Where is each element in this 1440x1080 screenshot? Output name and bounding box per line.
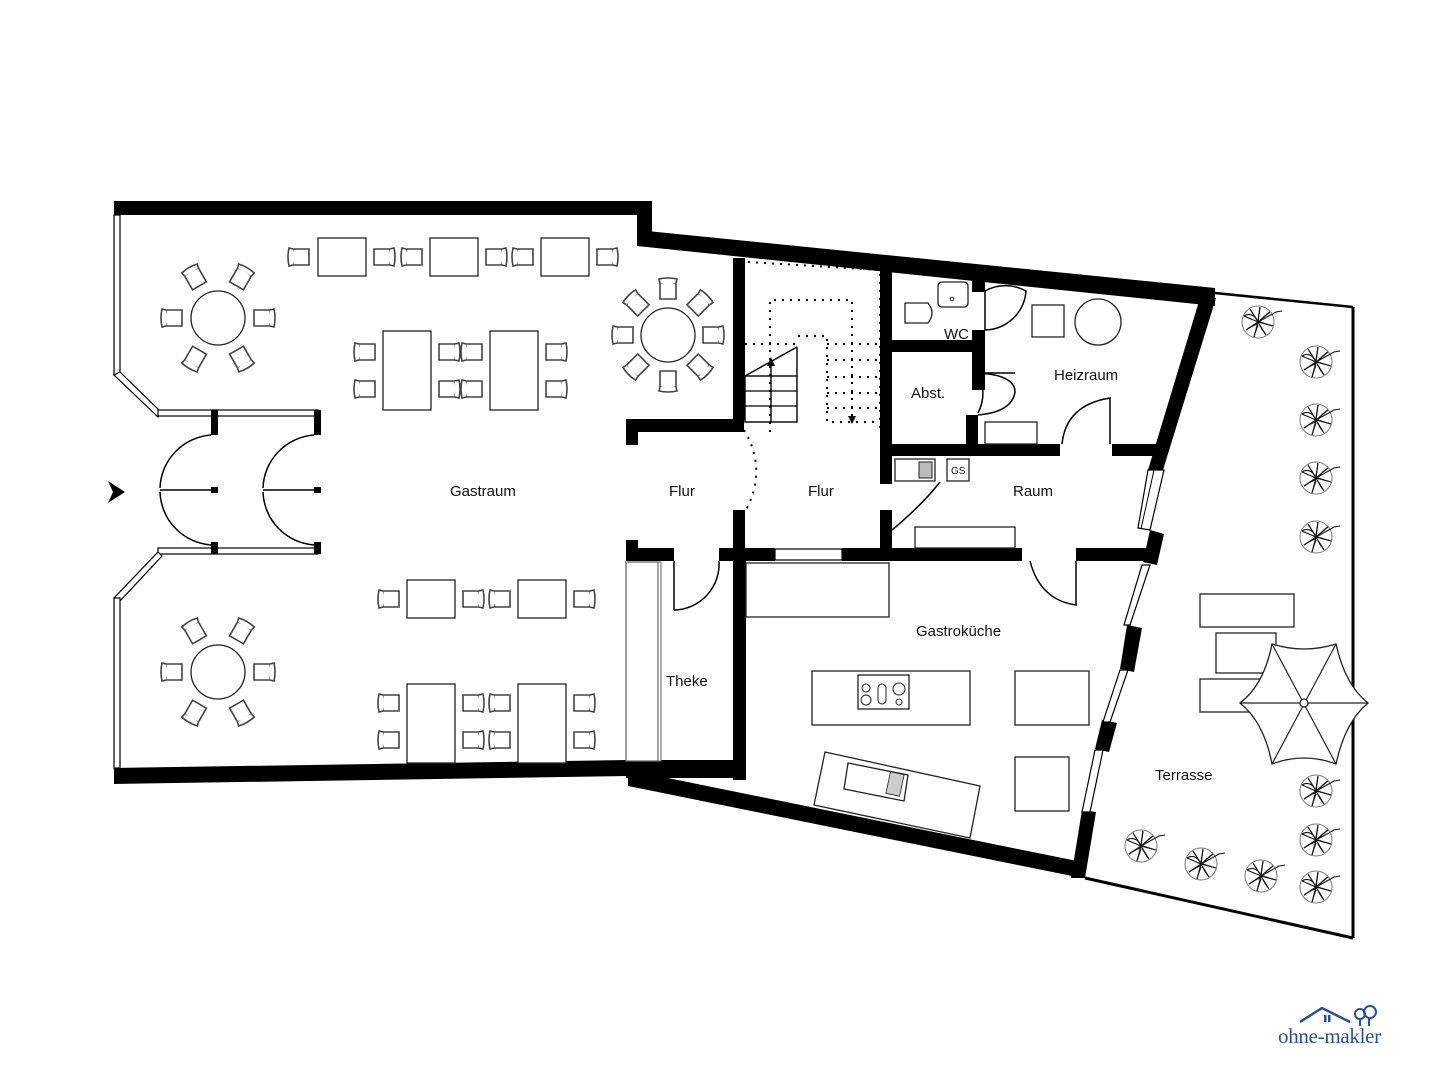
room-label-gastraum: Gastraum (450, 483, 516, 500)
house-tree-icon (1299, 1005, 1377, 1026)
room-label-raum: Raum (1013, 483, 1053, 500)
plant-icon (1241, 305, 1283, 339)
room-label-terrasse: Terrasse (1155, 767, 1213, 784)
room-label-flur-1: Flur (669, 483, 695, 500)
terrace-outline (1084, 291, 1355, 940)
room-labels: Gastraum Flur Flur WC Abst. Heizraum Rau… (450, 326, 1213, 784)
plant-icon (1299, 870, 1341, 904)
room-label-wc: WC (944, 326, 969, 343)
room-label-flur-2: Flur (808, 483, 834, 500)
terrace-furniture (1124, 305, 1370, 904)
plant-icon (1299, 345, 1341, 379)
plant-icon (1299, 403, 1341, 437)
windows (112, 214, 1165, 813)
plant-icon (1244, 859, 1286, 893)
plant-icon (1299, 461, 1341, 495)
staircase (744, 261, 881, 432)
stair-down-arrow-icon (848, 416, 856, 424)
room-label-heizraum: Heizraum (1054, 367, 1118, 384)
theke-door[interactable] (673, 560, 720, 611)
plant-icon (1299, 520, 1341, 554)
gastraum-furniture (160, 237, 725, 764)
ohne-makler-logo: ohne-makler (1278, 1004, 1408, 1048)
plant-icon (1124, 829, 1166, 863)
kitchen-furniture (745, 562, 1090, 839)
entrance-doors[interactable] (159, 410, 321, 554)
logo-text: ohne-makler (1278, 1024, 1381, 1048)
umbrella-icon (1238, 643, 1370, 765)
walls (114, 201, 1216, 878)
stair-up-arrow-icon (767, 357, 775, 366)
gas-meter-label: GS (951, 466, 966, 477)
service-rooms-furniture (891, 281, 1122, 606)
entrance-arrow-icon (108, 481, 125, 503)
room-label-theke: Theke (666, 673, 708, 690)
theke-counter (625, 561, 662, 762)
plant-icon (1299, 823, 1341, 857)
room-label-gastrokueche: Gastroküche (916, 623, 1001, 640)
plant-icon (1184, 847, 1226, 881)
plant-icon (1299, 774, 1341, 808)
room-label-abst: Abst. (911, 385, 945, 402)
flur-door-swing[interactable] (743, 429, 758, 513)
